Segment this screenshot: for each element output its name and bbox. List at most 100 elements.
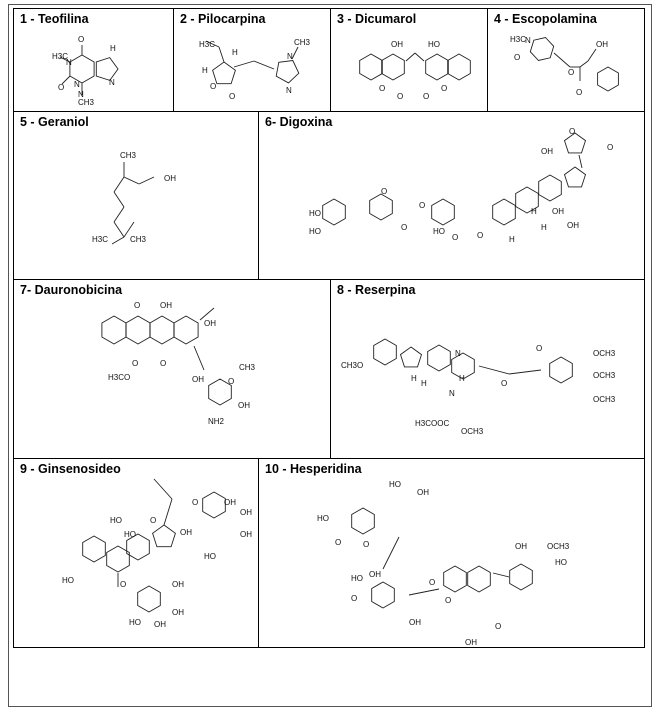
atom-label: H [541, 223, 547, 232]
bond [587, 48, 597, 62]
ring-bond [467, 565, 491, 593]
atom-label: H3C [199, 40, 216, 49]
atom-label: O [210, 82, 217, 91]
bond [578, 154, 583, 169]
structure-drawing [529, 37, 619, 92]
ring-bond [549, 356, 573, 384]
atom-label: O [150, 516, 157, 525]
atom-label: CH3 [294, 38, 311, 47]
atom-label: O [452, 233, 459, 242]
bond [508, 369, 542, 375]
atom-label: N [287, 52, 293, 61]
bond [123, 221, 135, 238]
bond [163, 498, 173, 526]
atom-label: H [459, 374, 465, 383]
structure-drawing [322, 132, 587, 226]
ring-bond [373, 338, 397, 366]
bond [382, 536, 400, 570]
atom-label: O [120, 580, 127, 589]
atom-label: N [286, 86, 292, 95]
atom-label: OH [391, 40, 403, 49]
atom-label: NH2 [208, 417, 225, 426]
bond [193, 345, 205, 371]
ring-bond [69, 54, 95, 84]
compound-title: 6- Digoxina [265, 115, 333, 129]
bond [291, 46, 299, 60]
atom-label: OH [224, 498, 236, 507]
atom-label: HO [389, 480, 401, 489]
ring-bond [82, 535, 106, 563]
atom-label: CH3 [130, 235, 147, 244]
atom-label: O [536, 344, 543, 353]
atom-label: N [449, 389, 455, 398]
atom-label: HO [433, 227, 445, 236]
atom-label: OH [172, 580, 184, 589]
compound-title: 1 - Teofilina [20, 12, 89, 26]
ring-bond [101, 315, 127, 345]
atom-label: O [445, 596, 452, 605]
atom-label: HO [129, 618, 141, 627]
bond [123, 176, 140, 185]
atom-label: HO [124, 530, 136, 539]
atom-label: O [514, 53, 521, 62]
atom-label: HO [428, 40, 440, 49]
atom-label: HO [110, 516, 122, 525]
ring-bond [509, 563, 533, 591]
atom-label: H [232, 48, 238, 57]
atom-label: OH [154, 620, 166, 629]
atom-label: HO [204, 552, 216, 561]
ring-bond [126, 533, 150, 561]
compound-title: 5 - Geraniol [20, 115, 89, 129]
atom-label: OH [160, 301, 172, 310]
atom-label: H [509, 235, 515, 244]
ring-bond [359, 53, 383, 81]
ring-bond [538, 174, 562, 202]
atom-label: H [531, 207, 537, 216]
bond [61, 75, 71, 85]
page-border [8, 4, 652, 707]
atom-label: O [576, 88, 583, 97]
atom-label: HO [555, 558, 567, 567]
atom-label: OH [417, 488, 429, 497]
atom-label: N [74, 80, 80, 89]
compound-title: 8 - Reserpina [337, 283, 416, 297]
ring-bond [451, 352, 475, 380]
ring-bond [563, 166, 587, 188]
ring-bond [275, 60, 300, 84]
ring-bond [447, 53, 471, 81]
atom-label: HO [62, 576, 74, 585]
atom-label: O [607, 143, 614, 152]
atom-label: H3C [510, 35, 527, 44]
atom-label: H [110, 44, 116, 53]
ring-bond [371, 581, 395, 609]
atom-label: O [501, 379, 508, 388]
compound-title: 4 - Escopolamina [494, 12, 597, 26]
atom-label: O [363, 540, 370, 549]
atom-label: CH3 [120, 151, 137, 160]
atom-label: OH [596, 40, 608, 49]
atom-label: O [568, 68, 575, 77]
ring-bond [427, 344, 451, 372]
ring-bond [208, 378, 232, 406]
bond [405, 52, 416, 62]
compound-title: 3 - Dicumarol [337, 12, 417, 26]
atom-label: N [109, 78, 115, 87]
atom-label: O [419, 201, 426, 210]
atom-label: OH [192, 375, 204, 384]
ring-bond [125, 315, 151, 345]
ring-bond [597, 66, 619, 92]
atom-label: O [423, 92, 430, 101]
atom-label: CH3O [341, 361, 364, 370]
ring-bond [173, 315, 199, 345]
atom-label: H3C [52, 52, 69, 61]
atom-label: HO [309, 227, 321, 236]
atom-label: O [335, 538, 342, 547]
compound-title: 9 - Ginsenosideo [20, 462, 121, 476]
atom-label: H3C [92, 235, 109, 244]
